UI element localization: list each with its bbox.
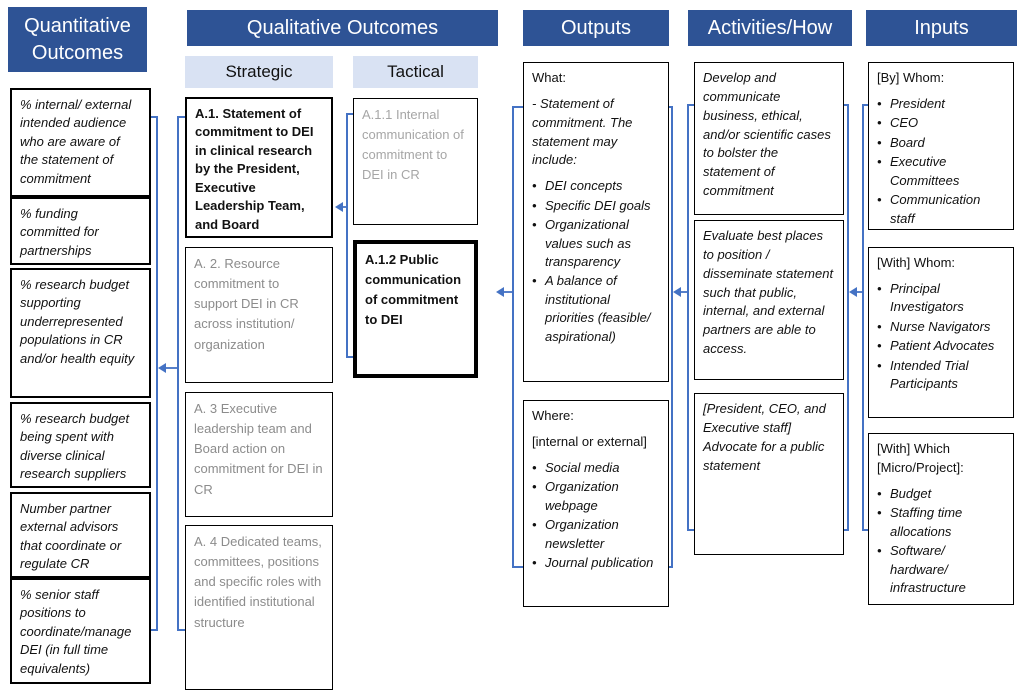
- bullet-item: Organization webpage: [532, 478, 660, 515]
- arrowhead-strategic-to-quantitative: [158, 363, 166, 373]
- strategic-box-a3: A. 3 Executive leadership team and Board…: [185, 392, 333, 517]
- tactical-subheader: Tactical: [353, 56, 478, 88]
- bracket-outputs-left: [512, 106, 523, 568]
- quantitative-box-senior-staff: % senior staff positions to coordinate/m…: [10, 578, 151, 684]
- arrowhead-tactical-to-a1: [335, 202, 343, 212]
- bullet-item: Nurse Navigators: [877, 318, 1005, 337]
- bullet-item: Organizational values such as transparen…: [532, 216, 660, 271]
- activities-box-advocate: [President, CEO, and Executive staff] Ad…: [694, 393, 844, 555]
- quantitative-box-funding: % funding committed for partnerships: [10, 197, 151, 265]
- bullet-item: CEO: [877, 114, 1005, 133]
- bullet-item: Patient Advocates: [877, 337, 1005, 356]
- bullet-item: Software/ hardware/ infrastructure: [877, 542, 1005, 597]
- bullet-item: Principal Investigators: [877, 280, 1005, 317]
- bullet-item: Organization newsletter: [532, 516, 660, 553]
- bracket-strategic: [177, 116, 188, 631]
- bullet-item: Board: [877, 134, 1005, 153]
- inputs-with-whom-title: [With] Whom:: [877, 255, 956, 270]
- inputs-by-whom-title: [By] Whom:: [877, 70, 945, 85]
- inputs-with-which-title: [With] Which [Micro/Project]:: [877, 441, 964, 475]
- outputs-where-bullets: Social mediaOrganization webpageOrganiza…: [532, 459, 660, 573]
- bullet-item: Executive Committees: [877, 153, 1005, 190]
- activities-header: Activities/How: [688, 10, 852, 46]
- bracket-tactical: [346, 113, 357, 358]
- quantitative-box-diverse-suppliers: % research budget being spent with diver…: [10, 402, 151, 488]
- outputs-what-box: What: - Statement of commitment. The sta…: [523, 62, 669, 382]
- bullet-item: President: [877, 95, 1005, 114]
- tactical-box-a11: A.1.1 Internal communication of commitme…: [353, 98, 478, 225]
- bullet-item: DEI concepts: [532, 177, 660, 196]
- outputs-what-bullets: DEI conceptsSpecific DEI goalsOrganizati…: [532, 177, 660, 346]
- quantitative-box-external-advisors: Number partner external advisors that co…: [10, 492, 151, 578]
- strategic-box-a2: A. 2. Resource commitment to support DEI…: [185, 247, 333, 383]
- outputs-where-intro: [internal or external]: [532, 433, 647, 449]
- arrowhead-inputs-to-activities: [849, 287, 857, 297]
- quantitative-box-awareness: % internal/ external intended audience w…: [10, 88, 151, 197]
- inputs-with-whom-bullets: Principal InvestigatorsNurse NavigatorsP…: [877, 280, 1005, 394]
- outputs-where-title: Where:: [532, 408, 574, 423]
- inputs-with-which-bullets: BudgetStaffing time allocationsSoftware/…: [877, 485, 1005, 598]
- quantitative-outcomes-header: Quantitative Outcomes: [8, 7, 147, 72]
- activities-box-develop: Develop and communicate business, ethica…: [694, 62, 844, 215]
- inputs-header: Inputs: [866, 10, 1017, 46]
- inputs-with-which-box: [With] Which [Micro/Project]: BudgetStaf…: [868, 433, 1014, 605]
- outputs-what-title: What:: [532, 70, 566, 85]
- outputs-header: Outputs: [523, 10, 669, 46]
- arrowhead-outputs-to-tactical: [496, 287, 504, 297]
- inputs-by-whom-box: [By] Whom: PresidentCEOBoardExecutive Co…: [868, 62, 1014, 230]
- bullet-item: A balance of institutional priorities (f…: [532, 272, 660, 346]
- bullet-item: Staffing time allocations: [877, 504, 1005, 541]
- bullet-item: Communication staff: [877, 191, 1005, 228]
- bullet-item: Journal publication: [532, 554, 660, 573]
- bullet-item: Social media: [532, 459, 660, 478]
- inputs-by-whom-bullets: PresidentCEOBoardExecutive CommitteesCom…: [877, 95, 1005, 228]
- tactical-box-a12: A.1.2 Public communication of commitment…: [353, 240, 478, 378]
- bullet-item: Intended Trial Participants: [877, 357, 1005, 394]
- outputs-where-box: Where: [internal or external] Social med…: [523, 400, 669, 607]
- bullet-item: Specific DEI goals: [532, 197, 660, 216]
- strategic-box-a1: A.1. Statement of commitment to DEI in c…: [185, 97, 333, 238]
- bracket-activities-left: [687, 104, 698, 531]
- quantitative-box-research-budget-populations: % research budget supporting underrepres…: [10, 268, 151, 398]
- strategic-box-a4: A. 4 Dedicated teams, committees, positi…: [185, 525, 333, 690]
- arrowhead-activities-to-outputs: [673, 287, 681, 297]
- qualitative-outcomes-header: Qualitative Outcomes: [187, 10, 498, 46]
- strategic-subheader: Strategic: [185, 56, 333, 88]
- bullet-item: Budget: [877, 485, 1005, 504]
- inputs-with-whom-box: [With] Whom: Principal InvestigatorsNurs…: [868, 247, 1014, 418]
- outputs-what-intro: - Statement of commitment. The statement…: [532, 95, 633, 168]
- bracket-quantitative: [147, 116, 158, 631]
- activities-box-evaluate: Evaluate best places to position / disse…: [694, 220, 844, 380]
